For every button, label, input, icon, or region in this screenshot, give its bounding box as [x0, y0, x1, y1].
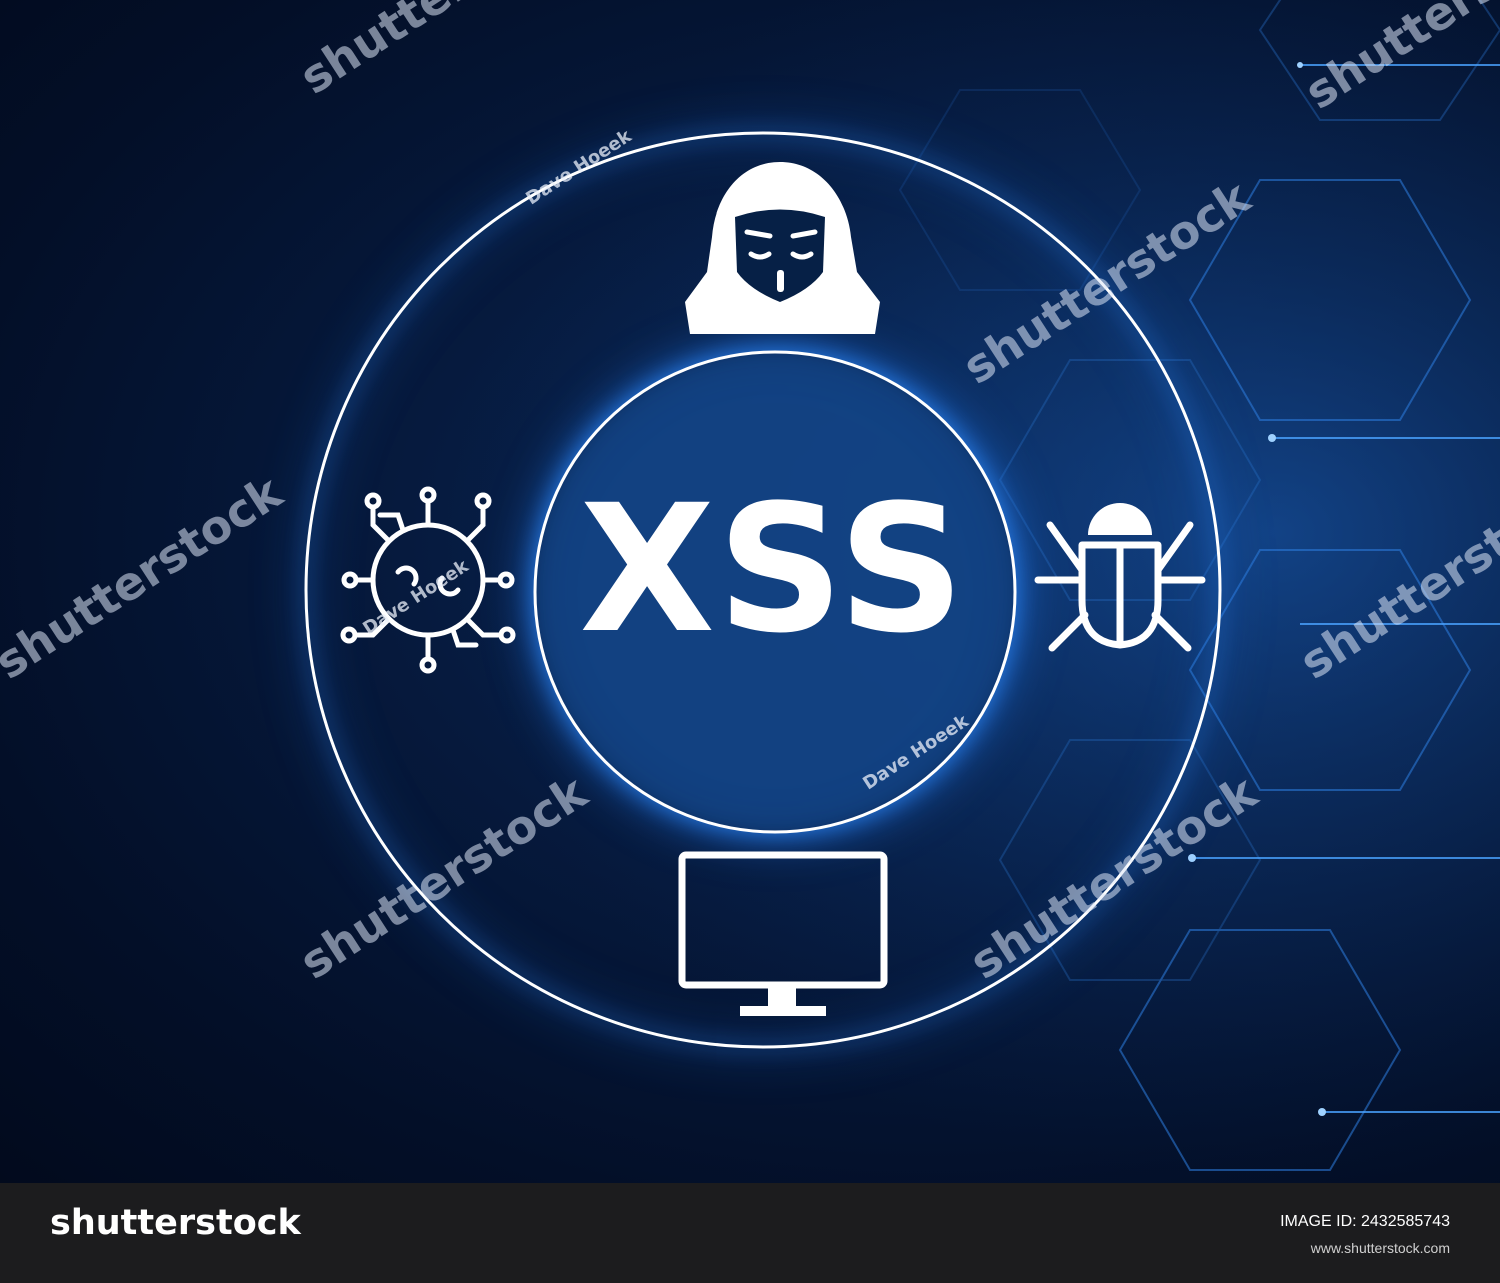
stock-footer: shutterstock IMAGE ID: 2432585743 www.sh…	[0, 1183, 1500, 1283]
bug-icon	[1034, 503, 1206, 652]
image-id: IMAGE ID: 2432585743	[1280, 1213, 1450, 1230]
image-canvas: XSS shutterstock shutterstock shuttersto…	[0, 0, 1500, 1183]
stock-url: www.shutterstock.com	[1310, 1240, 1450, 1256]
hexagon-pattern	[898, 0, 1500, 1171]
monitor-icon	[678, 851, 888, 1016]
background-scene	[0, 0, 1500, 1183]
circuit-lines	[1190, 64, 1500, 1113]
shutterstock-logo: shutterstock	[50, 1203, 301, 1243]
outer-ring	[304, 131, 1222, 1049]
inner-ring	[533, 350, 1017, 834]
xss-title: XSS	[579, 467, 967, 672]
virus-icon	[340, 486, 516, 674]
hacker-icon	[685, 162, 880, 334]
light-dots	[1188, 62, 1326, 1116]
